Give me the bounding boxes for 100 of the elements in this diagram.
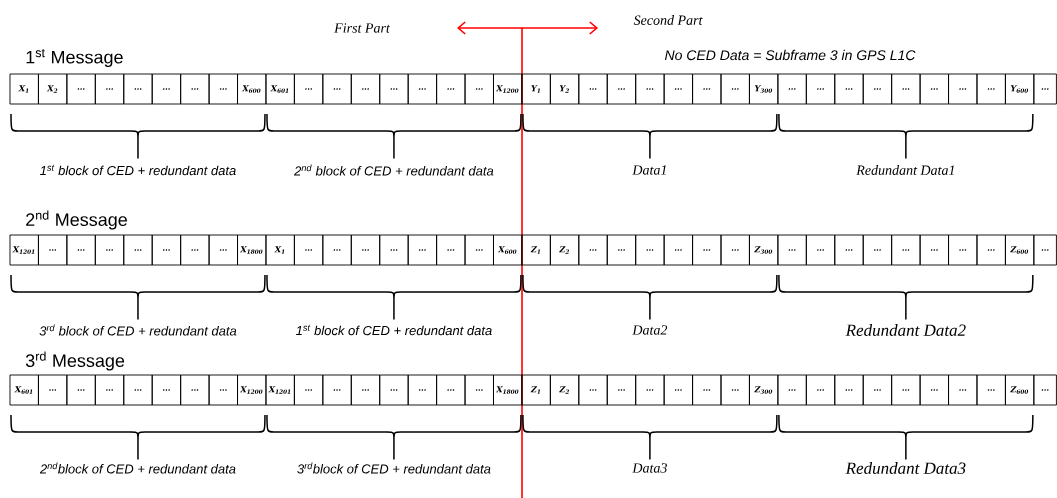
cell: … — [720, 234, 750, 266]
cell: … — [151, 73, 182, 105]
brace-label: 1$^{st}$ block of CED + redundant data — [296, 324, 492, 336]
cell: … — [66, 73, 96, 105]
cell: … — [805, 374, 836, 406]
cell: … — [805, 73, 836, 105]
brace-label: Data3 — [632, 463, 667, 473]
cell: … — [919, 374, 949, 406]
cell: … — [578, 73, 608, 105]
cell: … — [720, 374, 750, 406]
cell: … — [151, 234, 182, 266]
brace-label: 3$^{rd}$block of CED + redundant data — [297, 462, 491, 474]
cell: … — [293, 234, 324, 266]
cell: … — [407, 374, 438, 406]
cell: … — [123, 234, 153, 266]
cell: Z$_{300}$ — [749, 234, 779, 266]
cell: … — [94, 374, 125, 406]
cell: X$_{1}$ — [265, 234, 295, 266]
cell: … — [94, 234, 125, 266]
cell: … — [350, 234, 381, 266]
cell: X$_{1201}$ — [265, 374, 295, 406]
cell: … — [436, 73, 466, 105]
cell: … — [834, 234, 864, 266]
brace-label: 1$^{st}$ block of CED + redundant data — [40, 164, 236, 176]
cell: … — [350, 374, 381, 406]
brace-label: Redundant Data1 — [856, 165, 954, 175]
brace-label: Data1 — [632, 165, 666, 175]
cell: … — [66, 374, 96, 406]
cell: … — [834, 73, 864, 105]
cell: … — [379, 73, 409, 105]
cell: X$_{1}$ — [9, 73, 39, 105]
cell: … — [1033, 73, 1057, 105]
cell: X$_{2}$ — [38, 73, 68, 105]
cell: … — [464, 73, 494, 105]
cell: X$_{1200}$ — [237, 374, 267, 406]
cell: Z$_{1}$ — [521, 374, 551, 406]
cell: … — [948, 73, 978, 105]
cell: … — [464, 374, 494, 406]
cell: Z$_{1}$ — [521, 234, 551, 266]
cell: … — [293, 73, 324, 105]
cell: … — [777, 374, 807, 406]
cell: … — [151, 374, 182, 406]
cell: … — [692, 73, 722, 105]
cell: Z$_{2}$ — [549, 374, 580, 406]
cell: … — [180, 234, 210, 266]
note: No CED Data = Subframe 3 in GPS L1C — [664, 49, 916, 61]
cell: … — [606, 234, 637, 266]
cell: X$_{1800}$ — [493, 374, 523, 406]
cell: … — [1033, 374, 1057, 406]
cell: … — [208, 234, 238, 266]
cell: … — [123, 374, 153, 406]
cell: … — [976, 374, 1006, 406]
cell: … — [94, 73, 125, 105]
message-heading: 3$^{rd}$ Message — [25, 351, 125, 371]
cell: X$_{601}$ — [265, 73, 295, 105]
cell: X$_{1201}$ — [9, 234, 39, 266]
cell: … — [976, 73, 1006, 105]
cell: … — [1033, 234, 1057, 266]
cell: … — [66, 234, 96, 266]
cell: X$_{1200}$ — [493, 73, 523, 105]
cell: … — [436, 234, 466, 266]
cell: … — [436, 374, 466, 406]
brace-label: Redundant Data2 — [845, 324, 966, 336]
cell: Z$_{300}$ — [749, 374, 779, 406]
cell: … — [38, 234, 68, 266]
cell: … — [635, 234, 665, 266]
cell: Z$_{600}$ — [1004, 374, 1035, 406]
cell: Y$_{300}$ — [749, 73, 779, 105]
cell: … — [322, 73, 352, 105]
brace-label: 2$^{nd}$block of CED + redundant data — [39, 462, 236, 474]
cell: … — [976, 234, 1006, 266]
message-heading: 1$^{st}$ Message — [26, 48, 123, 68]
cell: … — [663, 234, 694, 266]
message-heading: 2$^{nd}$ Message — [26, 210, 127, 230]
cell: X$_{600}$ — [237, 73, 267, 105]
cell: … — [208, 73, 238, 105]
cell: … — [720, 73, 750, 105]
cell: Y$_{600}$ — [1004, 73, 1035, 105]
cell: … — [407, 73, 438, 105]
cell: … — [891, 73, 921, 105]
cell: … — [862, 374, 893, 406]
cell: … — [606, 73, 637, 105]
cell: … — [805, 234, 836, 266]
cell: X$_{1800}$ — [237, 234, 267, 266]
cell: … — [891, 234, 921, 266]
cell: Y$_{2}$ — [549, 73, 580, 105]
cell: … — [578, 374, 608, 406]
cell: … — [322, 374, 352, 406]
cell: … — [578, 234, 608, 266]
cell: … — [208, 374, 238, 406]
cell: … — [123, 73, 153, 105]
cell: … — [350, 73, 381, 105]
cell: … — [777, 234, 807, 266]
cell: … — [919, 234, 949, 266]
cell: … — [948, 234, 978, 266]
cell: … — [862, 73, 893, 105]
cell: … — [293, 374, 324, 406]
cell: … — [919, 73, 949, 105]
brace-label: Redundant Data3 — [845, 462, 966, 474]
cell: … — [692, 234, 722, 266]
